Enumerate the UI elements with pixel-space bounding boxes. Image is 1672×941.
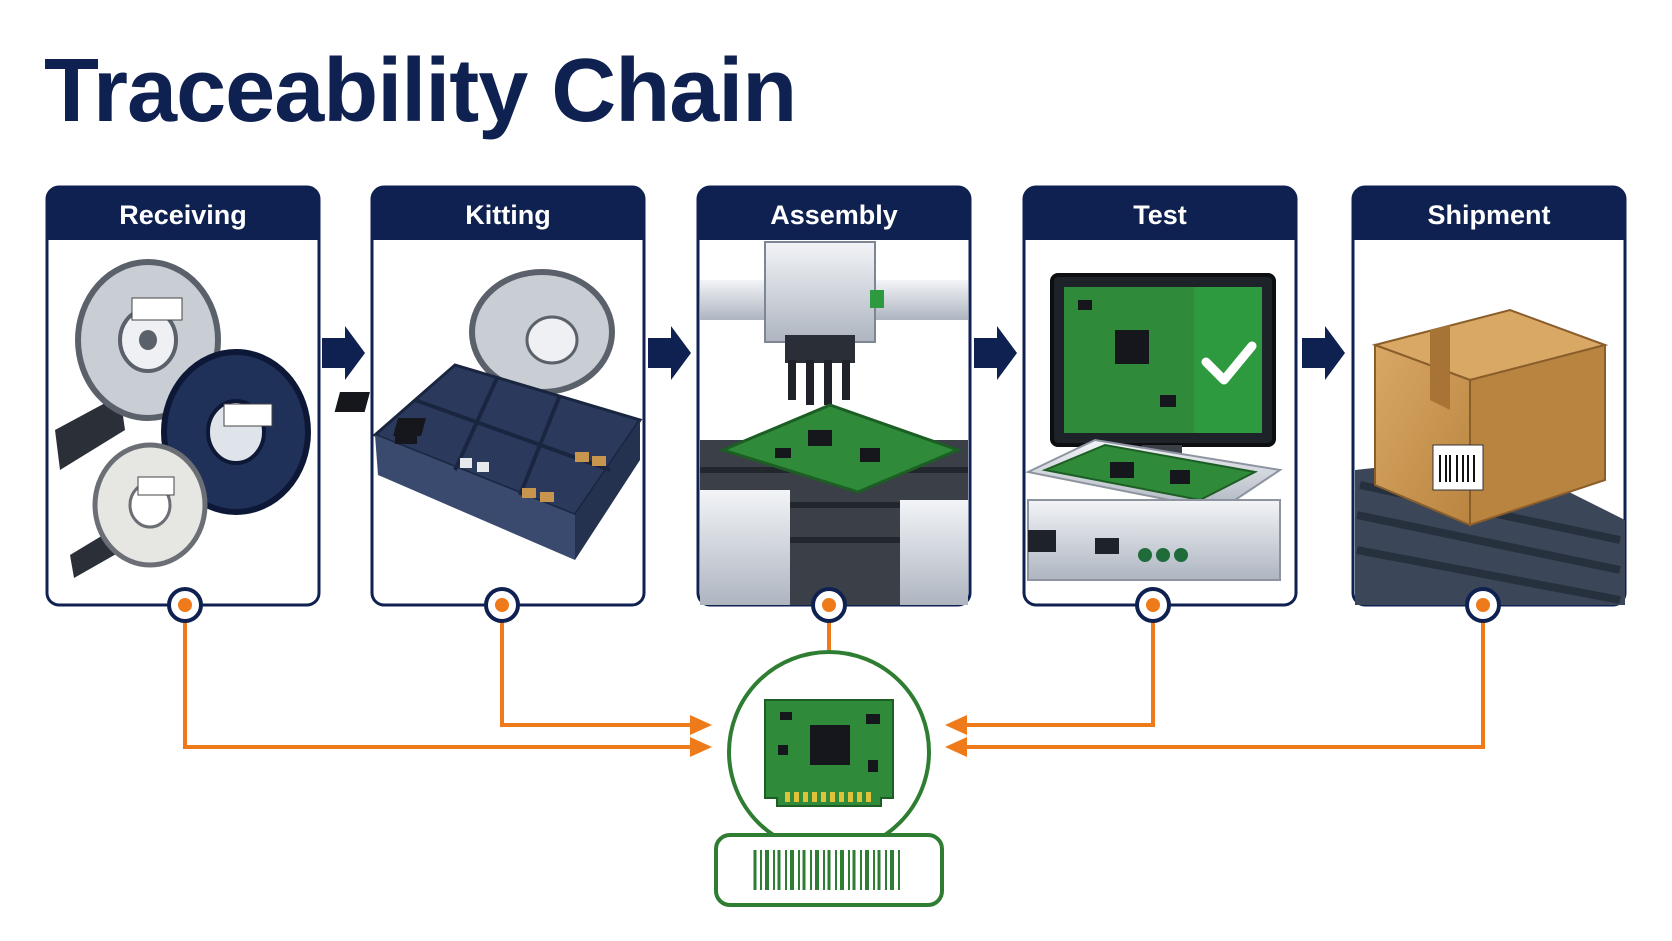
connector-test xyxy=(962,620,1155,727)
stage-card-shipment: Shipment xyxy=(1351,185,1627,623)
component-reels-icon xyxy=(55,259,311,578)
flow-arrow xyxy=(648,326,691,380)
stage-label: Assembly xyxy=(770,200,898,230)
arrowhead-icon xyxy=(690,737,712,757)
arrowhead-icon xyxy=(690,715,712,735)
stage-label: Kitting xyxy=(465,200,550,230)
stage-label: Test xyxy=(1133,200,1187,230)
stage-card-assembly: Assembly xyxy=(696,185,972,623)
flow-arrow xyxy=(974,326,1017,380)
pick-and-place-machine-icon xyxy=(700,241,968,605)
arrowhead-icon xyxy=(945,715,967,735)
connector-shipment xyxy=(962,620,1485,749)
page-title: Traceability Chain xyxy=(44,41,797,141)
stage-card-receiving: Receiving xyxy=(45,185,321,623)
connector-kitting xyxy=(500,620,695,727)
kitting-tray-icon xyxy=(334,269,643,560)
stage-card-kitting: Kitting xyxy=(334,185,646,623)
barcode-label-icon xyxy=(753,850,900,890)
connector-receiving xyxy=(183,620,695,749)
traceability-hub xyxy=(714,650,944,907)
flow-arrow xyxy=(322,326,365,380)
test-station-monitor-icon xyxy=(1024,273,1283,581)
stage-card-test: Test xyxy=(1022,185,1298,623)
circuit-board-icon xyxy=(764,699,894,807)
trace-connectors xyxy=(183,620,1485,749)
stage-label: Receiving xyxy=(119,200,247,230)
arrowhead-icon xyxy=(945,737,967,757)
stage-label: Shipment xyxy=(1427,200,1550,230)
flow-arrow xyxy=(1302,326,1345,380)
connector-arrowheads xyxy=(690,715,967,757)
shipping-box-conveyor-icon xyxy=(1355,308,1625,605)
